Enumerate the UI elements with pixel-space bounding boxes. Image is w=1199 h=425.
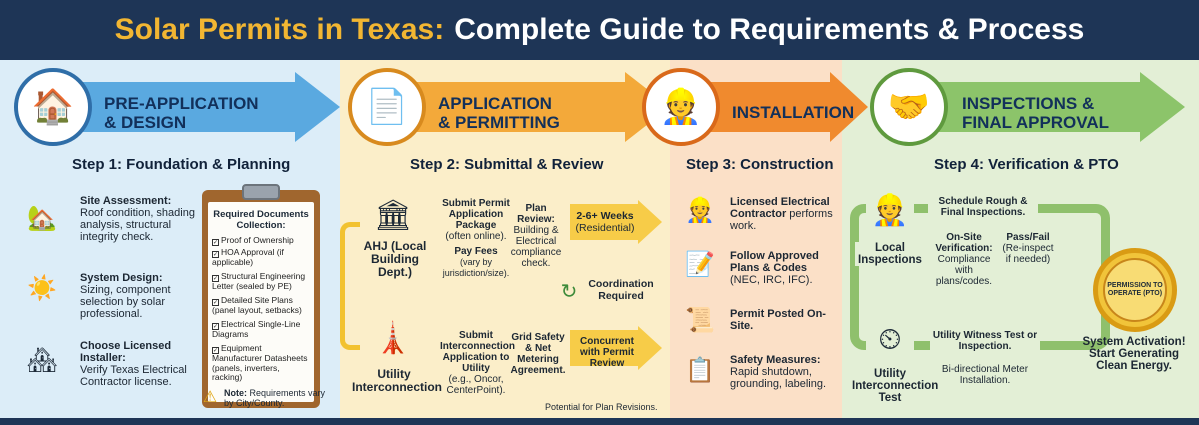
phase-label-1: PRE-APPLICATION& DESIGN [104,94,259,132]
clipboard-paper: Required Documents Collection: ✓Proof of… [208,202,314,402]
clipboard-title: Required Documents Collection: [213,209,309,231]
choose-installer: Choose Licensed Installer:Verify Texas E… [80,340,187,388]
pay-fees: Pay Fees(vary by jurisdiction/size). [442,246,510,278]
phase-arrow-3 [690,72,868,142]
bottom-bar [0,418,1199,425]
roof-workers-icon: 👷 [642,68,720,146]
power-tower-icon: 🗼 [374,321,412,355]
concurrent-text: Concurrent with Permit Review [580,336,634,369]
meter-installation: Bi-directional Meter Installation. [941,364,1029,386]
pto-badge: PERMISSION TO OPERATE (PTO) [1093,248,1177,332]
documents-clipboard: Required Documents Collection: ✓Proof of… [202,184,320,408]
system-design: System Design:Sizing, component selectio… [80,272,171,320]
concurrent-arrow [570,326,662,375]
safety-checklist-icon: 📋 [685,356,715,384]
follow-plans: Follow Approved Plans & Codes(NEC, IRC, … [730,250,819,286]
courthouse-icon: 🏛 [373,198,413,232]
meter-check-icon: ⏲ [866,316,914,364]
phase-arrow-1 [40,72,340,142]
doc-item: ✓HOA Approval (if applicable) [212,247,284,267]
house-check-icon: 🏘 [26,346,58,374]
plans-pencil-icon: 📝 [685,250,715,278]
permit-posted: Permit Posted On-Site. [730,308,826,332]
coordination-text: Coordination Required [588,278,654,302]
licensed-contractor: Licensed Electrical Contractor performs … [730,196,833,232]
utility-test-label: Utility Interconnection Test [852,368,939,404]
phase-label-4: INSPECTIONS &FINAL APPROVAL [962,94,1110,132]
site-assessment: Site Assessment:Roof condition, shading … [80,195,195,243]
sync-arrows-icon: ↻ [560,280,578,303]
step-title-2: Step 2: Submittal & Review [410,156,604,173]
weeks-text: 2-6+ Weeks(Residential) [575,210,635,234]
permit-scroll-icon: 📜 [685,306,715,334]
clipboard-clamp [242,184,280,200]
submit-interconnection: Submit Interconnection Application to Ut… [440,330,516,396]
phase-arrow-2 [380,72,670,142]
schedule-inspections: Schedule Rough & Final Inspections. [928,196,1038,218]
local-inspections-label: Local Inspections [855,242,925,266]
pass-fail: Pass/Fail(Re-inspect if needed) [1002,232,1054,265]
branch-connector [340,222,360,350]
safety-measures: Safety Measures:Rapid shutdown, groundin… [730,354,827,390]
requirements-note: Note: Requirements vary by City/County. [224,388,326,408]
house-magnifier-icon: 🏠 [14,68,92,146]
page-header: Solar Permits in Texas: Complete Guide t… [0,0,1199,60]
phase-arrow-4 [880,72,1185,142]
utility-witness: Utility Witness Test or Inspection. [930,330,1040,352]
doc-item: ✓Equipment Manufacturer Datasheets (pane… [212,343,308,382]
potential-revisions: Potential for Plan Revisions. [545,402,658,412]
doc-item: ✓Structural Engineering Letter (sealed b… [212,271,306,291]
phase-label-2: APPLICATION& PERMITTING [438,94,560,132]
plan-review: Plan Review:Building & Electrical compli… [510,203,562,269]
phase-label-3: INSTALLATION [732,103,855,122]
weeks-arrow [570,200,662,249]
electrician-icon: 👷 [685,196,715,224]
onsite-verification: On-Site Verification:Compliance with pla… [935,232,993,287]
inspector-handshake-icon: 🤝 [870,68,948,146]
step-title-4: Step 4: Verification & PTO [934,156,1119,173]
submit-permit: Submit Permit Application Package(often … [442,198,510,242]
page-title: Complete Guide to Requirements & Process [454,13,1085,46]
documents-stamp-icon: 📄 [348,68,426,146]
system-activation: System Activation! Start Generating Clea… [1082,336,1186,372]
utility-label: Utility Interconnection [352,367,443,394]
doc-item: ✓Proof of Ownership [212,235,294,246]
doc-item: ✓Detailed Site Plans (panel layout, setb… [212,295,302,315]
page-title-accent: Solar Permits in Texas: [114,13,445,46]
inspector-icon: 👷 [866,186,914,234]
house-inspect-icon: 🏡 [27,204,57,232]
warning-icon: ⚠ [202,389,218,406]
ahj-label: AHJ (Local Building Dept.) [363,239,427,279]
pto-badge-text: PERMISSION TO OPERATE (PTO) [1103,258,1167,322]
step-title-1: Step 1: Foundation & Planning [72,156,291,173]
checkbox-icon: ✓ [212,239,219,246]
grid-safety: Grid Safety & Net Metering Agreement. [510,332,566,376]
solar-panel-sun-icon: ☀️ [27,274,57,302]
doc-item: ✓Electrical Single-Line Diagrams [212,319,301,339]
step-title-3: Step 3: Construction [686,156,834,173]
